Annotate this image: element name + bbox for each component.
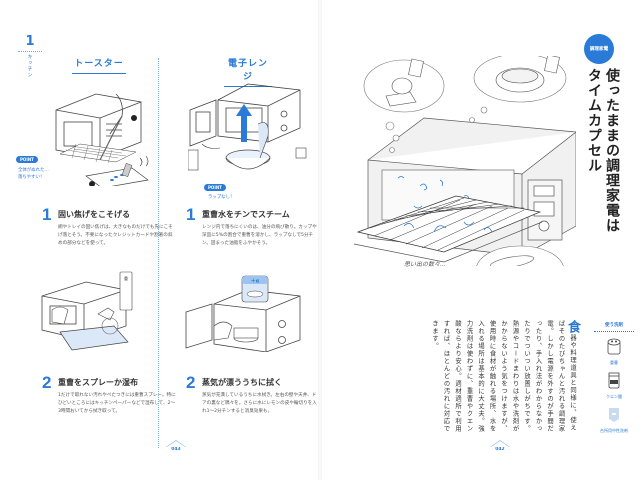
- point-badge: POINT: [204, 184, 226, 191]
- dropcap: 食: [565, 320, 580, 335]
- point-badge: POINT: [16, 156, 38, 163]
- tool-label: クエン酸: [606, 394, 622, 399]
- chapter-marker: 1 キッチン: [18, 34, 42, 78]
- microwave-steam-illustration: [188, 83, 307, 171]
- citric-acid-jar-icon: [608, 372, 620, 389]
- step-title: 蒸気が漂ううちに拭く: [202, 378, 282, 387]
- tool-item: 台所用中性洗剤: [590, 405, 638, 434]
- tray-sketch: [85, 155, 149, 186]
- tools-divider: [594, 331, 634, 332]
- category-badge: 調理家電: [584, 34, 614, 64]
- baking-soda-jar-icon: [607, 338, 621, 355]
- tool-label: 重曹: [610, 360, 618, 365]
- page-number-right: 042: [488, 440, 512, 452]
- point-note-line: 落ちやすい！: [18, 175, 45, 180]
- oven-rack: [356, 195, 542, 253]
- point-note: ラップなし！: [208, 195, 235, 200]
- grime-marks: [397, 176, 469, 209]
- point-note-line: 全体がぬれた…: [18, 168, 49, 173]
- tools-title: 使う洗剤: [605, 323, 623, 328]
- kitchen-detergent-icon: [609, 408, 619, 422]
- page-title: 使ったままの調理家電は: [604, 68, 620, 233]
- page-number-ornament: [166, 440, 186, 447]
- step-title: 重曹をスプレーか湿布: [58, 378, 138, 387]
- microwave-step-2: 2 蒸気が漂ううちに拭く 蒸気が充満しているうちに水拭き。左右の壁や天井、ドアの…: [186, 373, 317, 436]
- tool-item: 重曹: [590, 337, 638, 366]
- microwave-wipe-illustration: ＋α: [185, 275, 301, 352]
- page-title-line-2: タイムカプセル: [586, 68, 602, 173]
- step-marker-2: [89, 181, 95, 186]
- step-number: 2: [186, 373, 196, 392]
- body-paragraph: 器や料理道具と同様に、使えばそのたびちゃんと汚れる調理家電。しかし電源を外すのが…: [431, 320, 576, 437]
- column-divider: [158, 58, 159, 448]
- toaster-scrape-illustration: [55, 93, 149, 186]
- gutter: [318, 0, 322, 480]
- microwave-heading: 電子レンジ: [224, 56, 272, 87]
- step-title: 重曹水をチンでスチーム: [202, 210, 290, 219]
- tools-sidebar: 使う洗剤 重曹 クエン酸 台所用中性洗剤: [590, 322, 638, 439]
- toaster-step-1: 1 固い焦げをこそげる 網やトレイの固い焦げは、大きなものだけでも先にこそげ落と…: [42, 205, 173, 268]
- step-body: レンジ内で落ちにくいのは、油分の飛び散り。カップや深皿に5%の割合で重曹を溶かし…: [202, 225, 317, 246]
- chapter-divider: [18, 51, 42, 52]
- page-number-ornament: [490, 440, 510, 447]
- microwave-step-1: 1 重曹水をチンでスチーム レンジ内で落ちにくいのは、油分の飛び散り。カップや深…: [186, 205, 317, 268]
- oven-memories-illustration: [353, 56, 576, 266]
- bubble-label: ＋α: [251, 279, 260, 285]
- toaster-step-2: 2 重曹をスプレーか湿布 1だけで取れない汚れやべたつきには重曹スプレー。特にひ…: [42, 373, 176, 436]
- page-number-text: 043: [171, 447, 181, 452]
- body-text: 食器や料理道具と同様に、使えばそのたびちゃんと汚れる調理家電。しかし電源を外すの…: [408, 320, 580, 438]
- page-number-left: 043: [164, 440, 188, 452]
- step-number: 2: [42, 373, 52, 392]
- step-number: 1: [42, 205, 52, 224]
- illustration-handnote: 思い出の数々…: [404, 261, 447, 268]
- chapter-label: キッチン: [26, 54, 33, 78]
- step-number: 1: [186, 205, 196, 224]
- step-title: 固い焦げをこそげる: [58, 210, 130, 219]
- page-number-text: 042: [495, 447, 505, 452]
- step-marker-1: [131, 115, 137, 121]
- step-body: 蒸気が充満しているうちに水拭き。左右の壁や天井、ドアの裏など隅々を。さらに水にレ…: [202, 393, 317, 414]
- point-note: 全体がぬれた… 落ちやすい！: [18, 167, 49, 181]
- steam-arrow: [236, 104, 252, 142]
- step-body: 網やトレイの固い焦げは、大きなものだけでも先にこそげ落とそう。不要になったクレジ…: [58, 225, 173, 246]
- step-body: 1だけで取れない汚れやべたつきには重曹スプレー。特にひどいところにはキッチンペー…: [58, 393, 176, 414]
- spray-label: 重: [124, 275, 128, 281]
- chapter-number: 1: [25, 34, 35, 49]
- tool-item: クエン酸: [590, 371, 638, 400]
- toaster-spray-illustration: 重: [41, 271, 133, 351]
- left-page: 1 キッチン トースター 電子レンジ: [0, 0, 320, 480]
- tool-label: 台所用中性洗剤: [600, 428, 628, 433]
- toaster-heading: トースター: [72, 56, 126, 74]
